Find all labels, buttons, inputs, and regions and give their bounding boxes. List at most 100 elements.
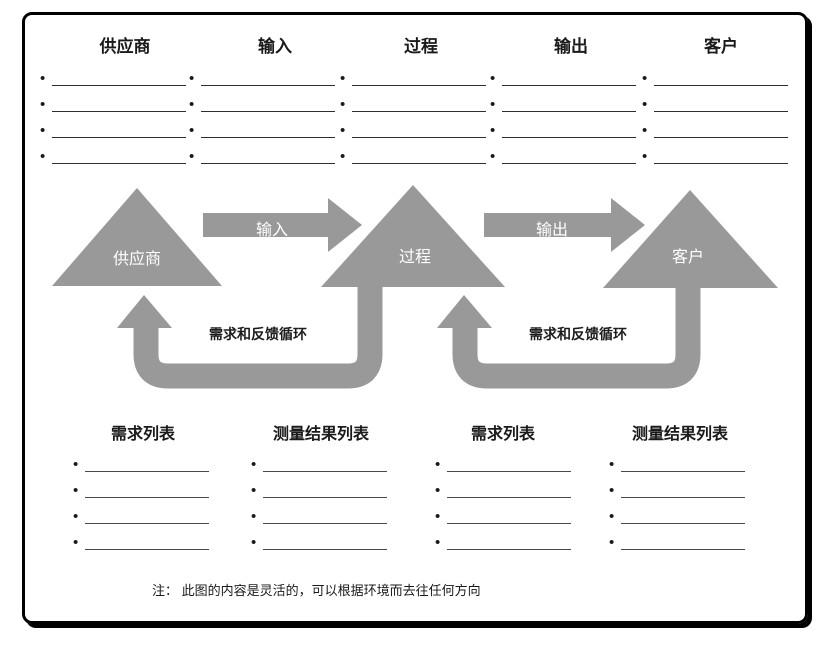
bullet-line: • <box>189 138 335 164</box>
blank-line <box>85 471 209 472</box>
bullet-line: • <box>251 446 387 472</box>
bullet-line: • <box>40 112 186 138</box>
bullet-icon: • <box>490 148 496 165</box>
bullet-icon: • <box>251 534 257 551</box>
blank-line <box>52 137 186 138</box>
blank-line <box>352 111 486 112</box>
top-bullet-list-input: • • • • <box>189 60 335 164</box>
top-column-header-customer: 客户 <box>704 37 738 56</box>
blank-line <box>263 497 387 498</box>
bottom-column-header-measurements-1: 测量结果列表 <box>272 426 369 443</box>
blank-line <box>447 549 571 550</box>
blank-line <box>85 523 209 524</box>
bullet-line: • <box>73 498 209 524</box>
blank-line <box>352 85 486 86</box>
bullet-line: • <box>490 112 636 138</box>
left-feedback-loop-label: 需求和反馈循环 <box>209 326 307 342</box>
blank-line <box>447 471 571 472</box>
blank-line <box>502 163 636 164</box>
blank-line <box>502 85 636 86</box>
bullet-line: • <box>609 446 745 472</box>
bullet-line: • <box>40 86 186 112</box>
bullet-line: • <box>251 472 387 498</box>
bullet-icon: • <box>73 456 79 473</box>
blank-line <box>85 497 209 498</box>
bullet-icon: • <box>642 96 648 113</box>
bullet-line: • <box>251 498 387 524</box>
bullet-line: • <box>609 524 745 550</box>
blank-line <box>201 85 335 86</box>
blank-line <box>447 523 571 524</box>
bullet-icon: • <box>40 148 46 165</box>
top-column-header-process: 过程 <box>404 37 438 56</box>
output-arrow-label: 输出 <box>535 222 568 239</box>
bullet-icon: • <box>609 456 615 473</box>
bullet-line: • <box>340 60 486 86</box>
supplier-triangle-label: 供应商 <box>112 251 161 268</box>
top-bullet-list-process: • • • • <box>340 60 486 164</box>
bullet-line: • <box>251 524 387 550</box>
bullet-line: • <box>340 112 486 138</box>
bullet-icon: • <box>340 70 346 87</box>
top-column-header-output: 输出 <box>554 37 588 56</box>
top-column-header-supplier: 供应商 <box>99 37 151 56</box>
bullet-icon: • <box>435 456 441 473</box>
bullet-icon: • <box>189 148 195 165</box>
bullet-icon: • <box>435 482 441 499</box>
blank-line <box>52 111 186 112</box>
bottom-bullet-list-requirements-2: • • • • <box>435 446 571 550</box>
bullet-icon: • <box>73 482 79 499</box>
blank-line <box>352 137 486 138</box>
bullet-icon: • <box>609 534 615 551</box>
bullet-line: • <box>490 138 636 164</box>
bullet-icon: • <box>40 70 46 87</box>
bullet-icon: • <box>73 534 79 551</box>
bullet-line: • <box>435 498 571 524</box>
bottom-bullet-list-requirements-1: • • • • <box>73 446 209 550</box>
bullet-icon: • <box>251 508 257 525</box>
blank-line <box>263 549 387 550</box>
bottom-bullet-list-measurements-1: • • • • <box>251 446 387 550</box>
input-arrow-label: 输入 <box>255 222 288 239</box>
bullet-icon: • <box>40 122 46 139</box>
bottom-column-header-requirements-1: 需求列表 <box>110 426 175 443</box>
blank-line <box>621 523 745 524</box>
blank-line <box>263 471 387 472</box>
bullet-icon: • <box>40 96 46 113</box>
blank-line <box>654 85 788 86</box>
bullet-icon: • <box>609 482 615 499</box>
bullet-icon: • <box>642 70 648 87</box>
bullet-line: • <box>189 112 335 138</box>
bullet-icon: • <box>642 122 648 139</box>
bullet-line: • <box>642 86 788 112</box>
bullet-icon: • <box>340 96 346 113</box>
blank-line <box>502 137 636 138</box>
top-column-header-input: 输入 <box>258 37 292 56</box>
bullet-line: • <box>40 60 186 86</box>
blank-line <box>352 163 486 164</box>
blank-line <box>447 497 571 498</box>
bullet-line: • <box>435 524 571 550</box>
bullet-icon: • <box>435 508 441 525</box>
bullet-line: • <box>642 112 788 138</box>
top-bullet-list-customer: • • • • <box>642 60 788 164</box>
top-bullet-list-supplier: • • • • <box>40 60 186 164</box>
bullet-line: • <box>609 472 745 498</box>
bullet-line: • <box>340 86 486 112</box>
blank-line <box>654 137 788 138</box>
bullet-icon: • <box>251 482 257 499</box>
bullet-line: • <box>435 446 571 472</box>
bullet-icon: • <box>609 508 615 525</box>
bullet-line: • <box>435 472 571 498</box>
blank-line <box>621 497 745 498</box>
customer-triangle-label: 客户 <box>671 249 704 266</box>
bullet-line: • <box>609 498 745 524</box>
footer-note: 注： 此图的内容是灵活的，可以根据环境而去往任何方向 <box>152 583 481 598</box>
bullet-icon: • <box>251 456 257 473</box>
bottom-column-header-measurements-2: 测量结果列表 <box>631 426 728 443</box>
bottom-bullet-list-measurements-2: • • • • <box>609 446 745 550</box>
blank-line <box>201 137 335 138</box>
bullet-icon: • <box>435 534 441 551</box>
blank-line <box>85 549 209 550</box>
